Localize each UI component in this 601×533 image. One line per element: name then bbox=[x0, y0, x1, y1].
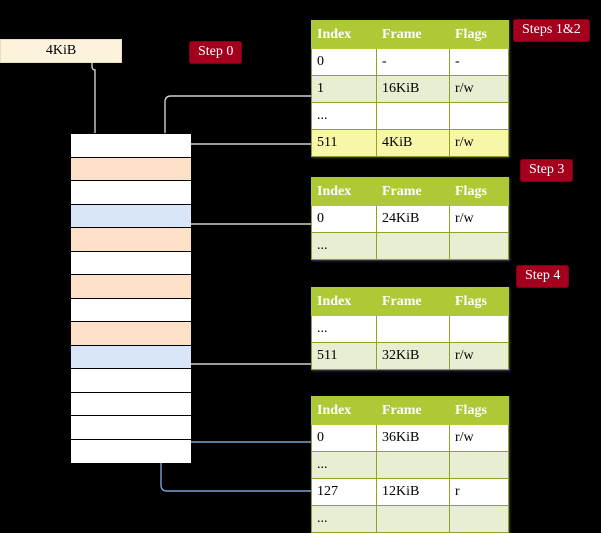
cell-index: 127 bbox=[311, 478, 377, 506]
column-header-frame: Frame bbox=[376, 177, 450, 206]
column-header-frame: Frame bbox=[376, 396, 450, 425]
cell-index: 0 bbox=[311, 205, 377, 233]
badge-step-0: Step 0 bbox=[189, 41, 243, 64]
cell-index: 0 bbox=[311, 48, 377, 76]
cell-index: ... bbox=[311, 102, 377, 130]
table-row[interactable]: ... bbox=[311, 315, 509, 343]
memory-frame-row bbox=[71, 251, 191, 275]
column-header-frame: Frame bbox=[376, 20, 450, 49]
cell-flags: r/w bbox=[449, 129, 509, 157]
cell-flags bbox=[449, 505, 509, 533]
memory-frame-row bbox=[71, 322, 191, 346]
memory-frame-row bbox=[71, 228, 191, 252]
cell-frame: 36KiB bbox=[376, 424, 450, 452]
cell-frame bbox=[376, 505, 450, 533]
table-row[interactable]: ... bbox=[311, 102, 509, 130]
cell-flags: r/w bbox=[449, 342, 509, 370]
table-row[interactable]: ... bbox=[311, 505, 509, 533]
cell-index: 0 bbox=[311, 424, 377, 452]
memory-frame-row bbox=[71, 416, 191, 440]
memory-frame-row bbox=[71, 345, 191, 369]
column-header-flags: Flags bbox=[449, 287, 509, 316]
memory-row-tick bbox=[58, 321, 69, 322]
cell-frame: 32KiB bbox=[376, 342, 450, 370]
virtual-page-label: 4KiB bbox=[45, 43, 77, 58]
cell-index: ... bbox=[311, 505, 377, 533]
cell-index: 511 bbox=[311, 129, 377, 157]
cell-frame bbox=[376, 102, 450, 130]
cell-index: ... bbox=[311, 232, 377, 260]
memory-frame-row bbox=[71, 181, 191, 205]
cell-flags: - bbox=[449, 48, 509, 76]
cell-flags bbox=[449, 315, 509, 343]
memory-frame-row bbox=[71, 204, 191, 228]
cell-flags bbox=[449, 451, 509, 479]
memory-frame-row bbox=[71, 298, 191, 322]
memory-row-tick bbox=[58, 156, 69, 158]
table-row[interactable]: 0-- bbox=[311, 48, 509, 76]
cell-frame bbox=[376, 451, 450, 479]
column-header-frame: Frame bbox=[376, 287, 450, 316]
memory-frame-row bbox=[71, 157, 191, 181]
cell-frame: 24KiB bbox=[376, 205, 450, 233]
cell-frame bbox=[376, 315, 450, 343]
column-header-index: Index bbox=[311, 396, 377, 425]
cell-frame bbox=[376, 232, 450, 260]
memory-row-tick bbox=[58, 274, 69, 275]
memory-frame-row bbox=[71, 134, 191, 158]
column-header-index: Index bbox=[311, 20, 377, 49]
badge-step-4: Step 4 bbox=[516, 265, 570, 288]
cell-flags bbox=[449, 232, 509, 260]
cell-flags: r/w bbox=[449, 205, 509, 233]
column-header-index: Index bbox=[311, 287, 377, 316]
cell-frame: 16KiB bbox=[376, 75, 450, 103]
column-header-flags: Flags bbox=[449, 177, 509, 206]
badge-step-3: Step 3 bbox=[520, 159, 574, 182]
cell-flags: r/w bbox=[449, 75, 509, 103]
column-header-index: Index bbox=[311, 177, 377, 206]
cell-index: 1 bbox=[311, 75, 377, 103]
memory-frame-row bbox=[71, 392, 191, 416]
cell-frame: 4KiB bbox=[376, 129, 450, 157]
memory-frame-row bbox=[71, 275, 191, 299]
cell-flags: r/w bbox=[449, 424, 509, 452]
cell-frame: 12KiB bbox=[376, 478, 450, 506]
cell-frame: - bbox=[376, 48, 450, 76]
table-row[interactable]: ... bbox=[311, 232, 509, 260]
memory-frame-row bbox=[71, 369, 191, 393]
badge-steps-1-2: Steps 1&2 bbox=[513, 19, 590, 42]
memory-frame-row bbox=[71, 439, 191, 463]
cell-flags bbox=[449, 102, 509, 130]
memory-row-tick bbox=[58, 133, 69, 134]
column-header-flags: Flags bbox=[449, 396, 509, 425]
wire-table3-row511-to-memory bbox=[179, 318, 311, 365]
physical-memory-column bbox=[70, 133, 191, 463]
memory-row-tick bbox=[58, 180, 69, 181]
memory-row-tick bbox=[58, 227, 69, 228]
table-row[interactable]: ... bbox=[311, 451, 509, 479]
cell-index: ... bbox=[311, 451, 377, 479]
cell-index: 511 bbox=[311, 342, 377, 370]
cell-index: ... bbox=[311, 315, 377, 343]
cell-flags: r bbox=[449, 478, 509, 506]
column-header-flags: Flags bbox=[449, 20, 509, 49]
virtual-page-box: 4KiB bbox=[0, 39, 122, 63]
